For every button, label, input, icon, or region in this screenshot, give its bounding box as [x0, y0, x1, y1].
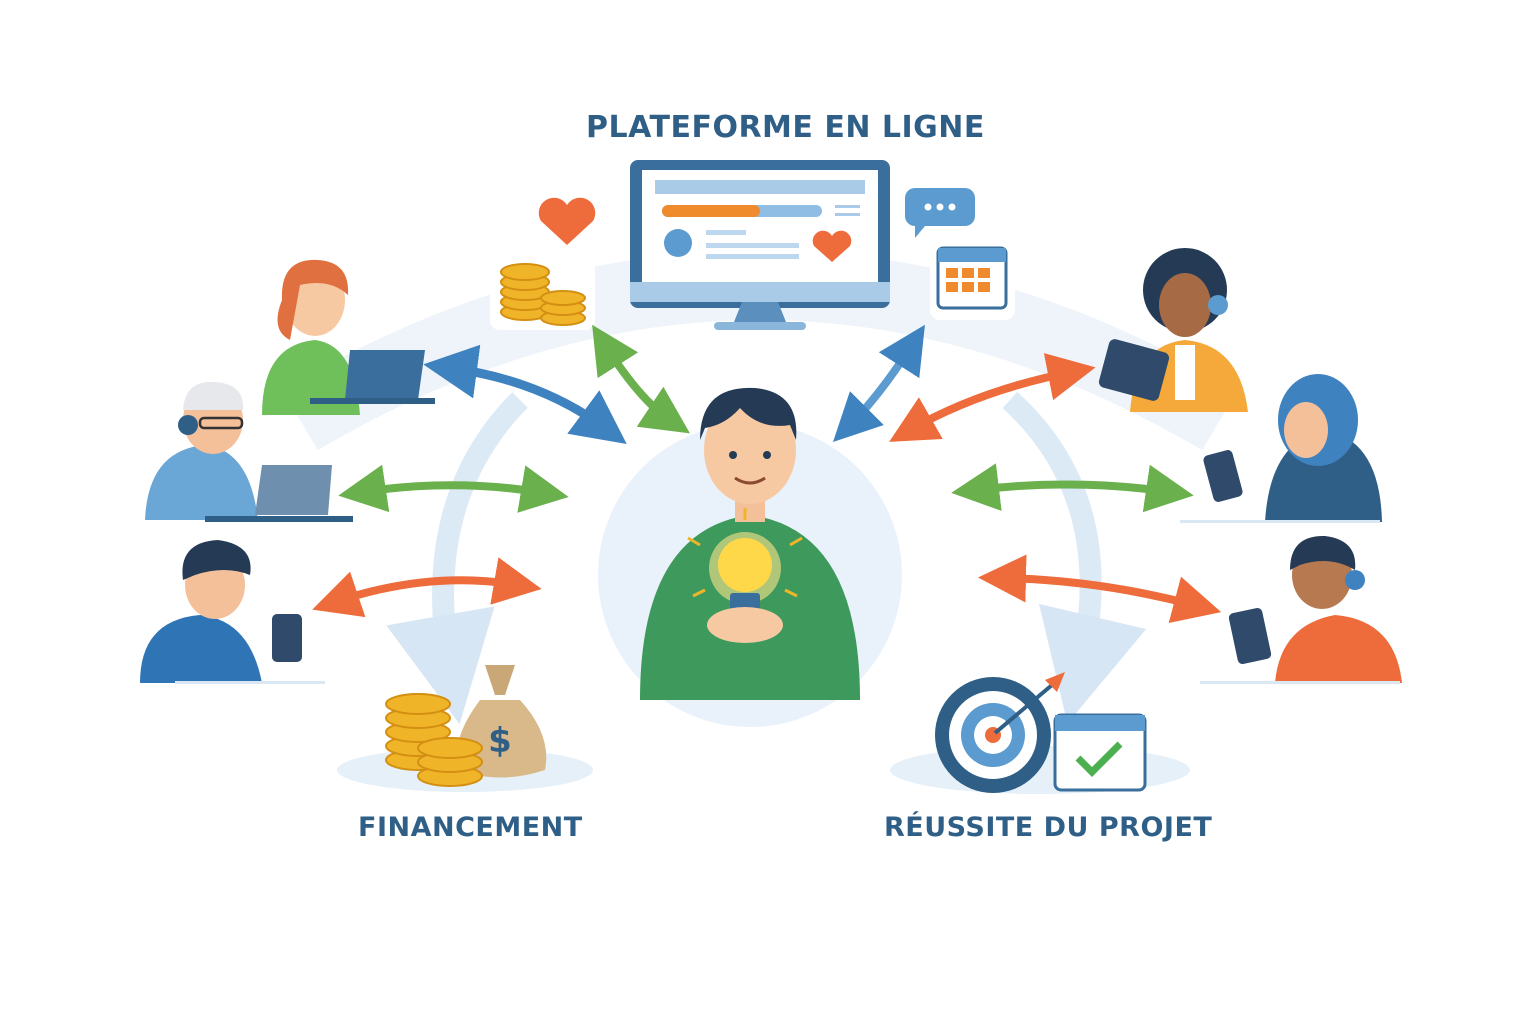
central-entrepreneur	[640, 387, 860, 700]
phone-icon	[272, 614, 302, 662]
flow-arc-left	[386, 392, 528, 725]
arrow-left-bottom	[312, 557, 542, 618]
laptop-icon	[345, 350, 425, 400]
calendar-icon	[930, 235, 1015, 320]
tablet-icon	[1098, 339, 1170, 401]
monitor-icon	[630, 160, 890, 330]
lightbulb-icon	[687, 508, 803, 615]
backer-woman-hijab-phone	[1180, 374, 1382, 523]
arrow-right-bottom	[978, 554, 1222, 624]
success-label: RÉUSSITE DU PROJET	[884, 812, 1213, 843]
arrow-top-right	[833, 324, 925, 442]
laptop-icon	[255, 465, 332, 515]
backer-woman-laptop	[262, 259, 435, 415]
target-icon	[935, 672, 1065, 793]
arrow-left-middle	[338, 464, 569, 513]
phone-icon	[1203, 450, 1243, 502]
arrow-top-left	[592, 324, 690, 434]
arrow-right-top	[889, 353, 1096, 442]
funding-label: FINANCEMENT	[358, 812, 583, 843]
backer-man-headphones-phone	[1200, 535, 1402, 684]
coins-icon	[490, 250, 595, 330]
flow-arc-right	[1002, 391, 1147, 724]
coins-icon	[385, 693, 483, 787]
backer-elderly-man-laptop	[145, 381, 353, 522]
calendar-check-icon	[1053, 713, 1147, 792]
chat-bubble-icon	[905, 188, 975, 238]
arrow-right-middle	[951, 463, 1194, 513]
backer-woman-tablet	[1098, 248, 1248, 412]
backer-young-man-phone	[140, 540, 325, 684]
platform-title: PLATEFORME EN LIGNE	[586, 110, 985, 145]
arrow-left-top	[423, 344, 627, 445]
heart-icon	[538, 197, 596, 245]
svg-text:$: $	[488, 721, 512, 761]
phone-icon	[1228, 607, 1272, 665]
